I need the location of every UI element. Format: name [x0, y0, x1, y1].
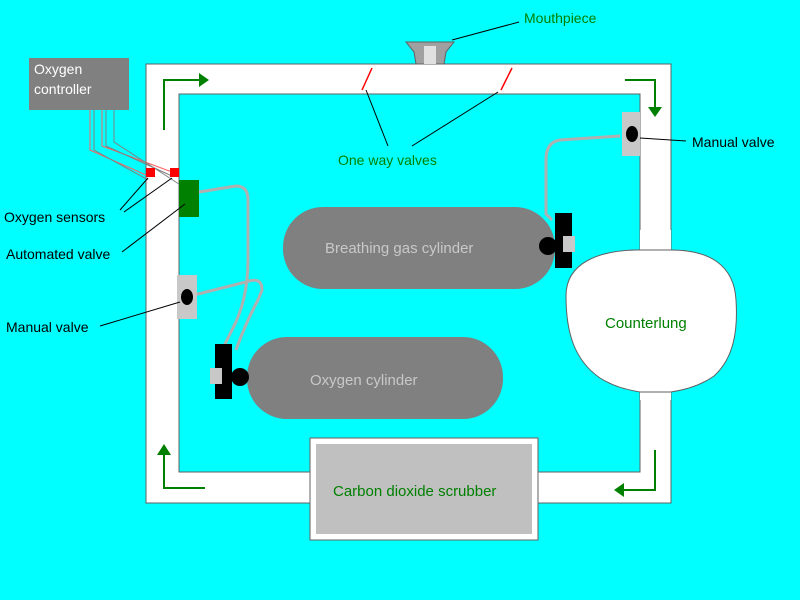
oxygen-sensors-label: Oxygen sensors	[4, 209, 105, 225]
manual-valve-right-hose	[544, 134, 621, 222]
valve-knob-icon	[539, 237, 557, 255]
oxygen-cylinder: Oxygen cylinder	[210, 337, 503, 419]
flow-arrow-icon	[625, 79, 662, 117]
manual-valve-left-leader	[99, 301, 181, 327]
oxygen-sensor	[146, 168, 155, 177]
controller-wires	[89, 110, 183, 187]
manual-valve-left	[177, 275, 197, 319]
manual-valve-left-hose	[189, 278, 264, 351]
cylinder-valve-handle	[563, 236, 575, 252]
cylinder-valve-body	[215, 344, 232, 399]
automated-valve	[179, 180, 199, 217]
oxygen-sensor	[170, 168, 179, 177]
co2-scrubber: Carbon dioxide scrubber	[309, 437, 539, 541]
oxygen-controller: Oxygen controller	[29, 58, 129, 110]
oxygen-sensors-leader	[123, 177, 173, 213]
one-way-valve-left	[361, 67, 373, 91]
valve-knob-icon	[626, 126, 638, 142]
manual-valve-left-label: Manual valve	[6, 319, 89, 335]
one-way-valves-leader	[365, 89, 389, 147]
one-way-valve-right	[500, 67, 513, 91]
mouthpiece-icon	[404, 41, 456, 65]
flow-arrow-icon	[163, 73, 209, 130]
oxygen-cylinder-label: Oxygen cylinder	[310, 372, 418, 389]
mouthpiece-label: Mouthpiece	[524, 10, 597, 26]
manual-valve-right-label: Manual valve	[692, 134, 775, 150]
breathing-gas-cylinder-label: Breathing gas cylinder	[325, 240, 473, 257]
cylinder-valve-handle	[210, 368, 222, 384]
oxygen-sensors-leader	[119, 177, 149, 211]
flow-arrow-icon	[157, 444, 205, 489]
manual-valve-right-leader	[639, 137, 687, 142]
loop-pipe	[145, 63, 672, 504]
automated-valve-hose	[198, 184, 250, 351]
flow-arrows	[157, 73, 662, 497]
breathing-gas-cylinder: Breathing gas cylinder	[283, 207, 575, 289]
valve-knob-icon	[181, 289, 193, 305]
manual-valve-right	[622, 112, 640, 156]
counterlung: Counterlung	[565, 249, 737, 393]
oxygen-controller-label-line2: controller	[34, 81, 92, 97]
automated-valve-label: Automated valve	[6, 246, 110, 262]
oxygen-controller-label-line1: Oxygen	[34, 61, 82, 77]
gas-hoses	[189, 134, 621, 351]
one-way-valves-leader	[411, 91, 499, 147]
scrubber-label: Carbon dioxide scrubber	[333, 483, 496, 500]
mouthpiece-leader-line	[451, 21, 520, 41]
flow-arrow-icon	[614, 450, 656, 497]
one-way-valves-label: One way valves	[338, 152, 437, 168]
counterlung-label: Counterlung	[605, 315, 687, 332]
valve-knob-icon	[231, 368, 249, 386]
automated-valve-leader	[121, 203, 186, 253]
